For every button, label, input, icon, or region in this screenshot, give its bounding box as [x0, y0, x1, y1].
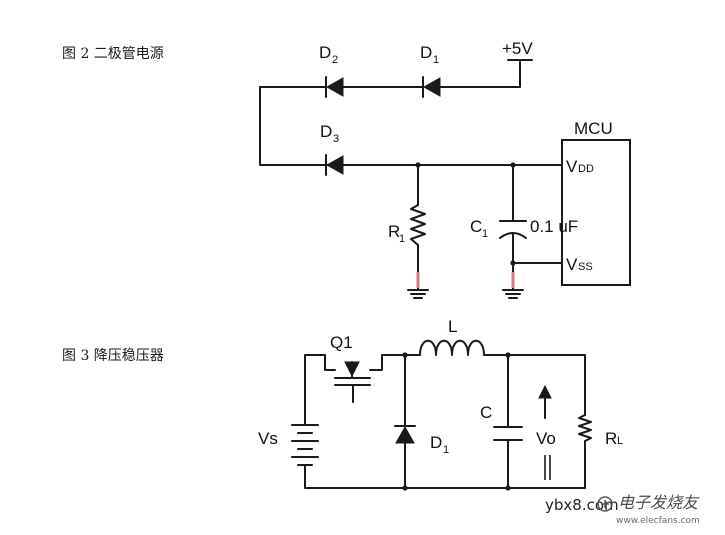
figure-2-diode-power-supply: 图 2 二极管电源: [62, 39, 631, 299]
watermark: ybx8.com 电子发烧友 www.elecfans.com: [545, 493, 700, 526]
figure-3-buck-regulator: 图 3 降压稳压器: [62, 317, 623, 491]
output-vo-arrow: [538, 384, 552, 480]
capacitor-c: [493, 426, 523, 441]
r1-label-sub: 1: [399, 233, 405, 245]
figure-3-caption: 图 3 降压稳压器: [62, 348, 164, 364]
vss-pin-label-sub: SS: [578, 261, 593, 273]
logo-ring: [597, 496, 613, 512]
diode-d3: [325, 154, 344, 176]
inductor-l: [419, 339, 485, 356]
diode-d2: [325, 76, 344, 98]
d2-label: D: [319, 43, 331, 62]
junction-dot: [510, 260, 516, 266]
watermark-url: www.elecfans.com: [616, 516, 700, 526]
c1-label-sub: 1: [482, 228, 488, 240]
d1-label: D: [420, 43, 432, 62]
mosfet-body-diode: [344, 361, 360, 378]
diode-d3-triangle: [325, 155, 344, 175]
output-label: Vo: [536, 429, 556, 448]
junction-dot: [505, 352, 511, 358]
diode-label-sub: 1: [443, 444, 449, 456]
resistor-r1: [410, 204, 426, 246]
mcu-block: [561, 139, 631, 286]
d3-label: D: [320, 122, 332, 141]
capacitor-c1-plate-bottom: [499, 232, 527, 239]
supply-label: +5V: [502, 39, 533, 58]
left-bus-wire: [259, 86, 335, 166]
junction-dot: [415, 162, 421, 168]
c1-value-label: 0.1 uF: [530, 217, 578, 236]
junction-dot: [402, 352, 408, 358]
r1-label: R: [388, 222, 400, 241]
inductor-label: L: [448, 317, 457, 336]
source-vs: [291, 424, 319, 466]
q1-label: Q1: [330, 333, 353, 352]
capacitor-label: C: [480, 403, 492, 422]
diode-triangle: [395, 425, 415, 444]
figure-2-caption: 图 2 二极管电源: [62, 46, 164, 62]
logo-cross: [601, 500, 609, 508]
elecfans-logo-icon: [597, 496, 613, 512]
ground-lines: [407, 289, 429, 299]
d3-label-sub: 3: [333, 133, 339, 145]
c1-label: C: [470, 217, 482, 236]
junction-dot: [510, 162, 516, 168]
source-top-wire: [304, 354, 326, 426]
vo-tick-marks: [544, 455, 551, 480]
junction-dot: [505, 485, 511, 491]
vss-pin-label: V: [566, 255, 578, 274]
vdd-pin-label: V: [566, 157, 578, 176]
figure-3-wires: [304, 354, 586, 489]
mosfet-source-lead: [369, 354, 383, 371]
resistor-rl: [578, 414, 592, 442]
load-label-sub: L: [617, 435, 623, 447]
capacitor-c1: [499, 220, 527, 239]
watermark-brand: 电子发烧友: [618, 493, 700, 512]
d2-label-sub: 2: [332, 54, 338, 66]
ground-symbol-c1: [502, 272, 524, 299]
ground-symbol-r1: [407, 272, 429, 299]
junction-dot: [402, 485, 408, 491]
d1-label-sub: 1: [433, 54, 439, 66]
diode-d1-freewheel: [394, 425, 416, 444]
mosfet-drain-lead: [324, 354, 336, 371]
mcu-label: MCU: [574, 119, 613, 138]
diode-label: D: [430, 433, 442, 452]
ground-return-wire: [304, 464, 586, 489]
source-label: Vs: [258, 429, 278, 448]
mosfet-q1: [324, 354, 383, 403]
diode-d1-triangle: [422, 77, 441, 97]
arrow-up-icon: [538, 384, 552, 399]
diode-d1: [422, 76, 441, 98]
figure-2-wires: [259, 59, 563, 291]
output-top-wire: [483, 354, 586, 416]
d1-supply-wire: [439, 59, 521, 88]
load-label: R: [605, 429, 617, 448]
ground-lines: [502, 289, 524, 299]
vdd-pin-label-sub: DD: [578, 163, 594, 175]
diode-d2-triangle: [325, 77, 344, 97]
